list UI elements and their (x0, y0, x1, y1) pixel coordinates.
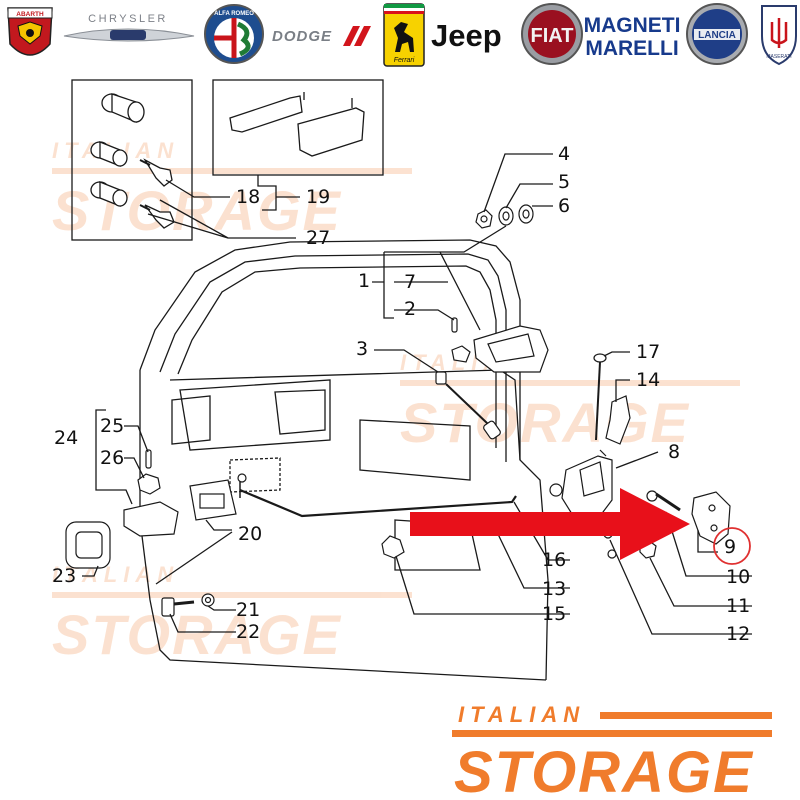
bracket-part (605, 395, 631, 445)
callout-13: 13 (542, 578, 566, 600)
maserati-wordmark: MASERATI (766, 54, 791, 60)
watermark-mid-line2: STORAGE (400, 391, 690, 454)
callout-1: 1 (358, 270, 370, 292)
fiat-wordmark: FIAT (531, 25, 574, 47)
release-rod-part (593, 353, 607, 441)
callout-4: 4 (558, 143, 570, 165)
callout-26: 26 (100, 447, 124, 469)
washer-part (498, 206, 514, 226)
long-rod-part (239, 478, 517, 518)
brand-logo-strip: ABARTH CHRYSLER ALFA ROMEO DODGE (7, 3, 797, 67)
ferrari-logo: Ferrari (383, 3, 425, 67)
bolt-part (646, 490, 681, 512)
alfa-wordmark: ALFA ROMEO (214, 11, 254, 17)
lock-cylinder-part (90, 181, 128, 207)
callout-24: 24 (54, 427, 78, 449)
watermark-bottom-line2: STORAGE (52, 603, 342, 666)
red-pointer-arrow (410, 488, 690, 560)
key-part (139, 158, 173, 187)
callout-11: 11 (726, 595, 750, 617)
lock-cylinder-inset (71, 79, 193, 241)
latch-assembly-part (123, 449, 179, 537)
jeep-logo: Jeep (431, 18, 502, 53)
fiat-logo: FIAT (521, 3, 583, 65)
callout-9: 9 (724, 536, 736, 558)
maserati-logo: MASERATI (761, 5, 797, 66)
nut-part (475, 209, 493, 229)
callout-22: 22 (236, 621, 260, 643)
footer-logo-line2: STORAGE (454, 740, 754, 800)
pin-part (451, 317, 458, 333)
watermark: ITALIAN STORAGE ITALIAN STORAGE ITALIAN … (52, 138, 740, 666)
lancia-logo: LANCIA (686, 3, 748, 65)
clip-part (451, 345, 471, 363)
escutcheon-part (65, 521, 111, 569)
chrysler-logo: CHRYSLER (63, 13, 195, 42)
alfa-romeo-logo: ALFA ROMEO (204, 4, 264, 64)
callout-14: 14 (636, 369, 660, 391)
screw-bolt-part (161, 597, 195, 617)
lock-washer-part (201, 593, 215, 607)
callout-16: 16 (542, 549, 566, 571)
outer-handle-inset (212, 79, 384, 176)
callout-12: 12 (726, 623, 750, 645)
callout-21: 21 (236, 599, 260, 621)
abarth-logo: ABARTH (7, 7, 53, 56)
parts (65, 204, 731, 617)
magneti-wordmark: MAGNETI (584, 14, 681, 37)
lock-cylinder-part (101, 93, 145, 123)
inner-handle-part (473, 325, 549, 373)
callout-5: 5 (558, 171, 570, 193)
magneti-marelli-logo: MAGNETI MARELLI (584, 14, 681, 60)
lancia-wordmark: LANCIA (698, 30, 736, 41)
callout-25: 25 (100, 415, 124, 437)
footer-logo-line1: ITALIAN (458, 702, 585, 727)
callout-3: 3 (356, 338, 368, 360)
door-lock-mechanism (549, 449, 613, 517)
dodge-logo: DODGE (272, 26, 371, 46)
callout-10: 10 (726, 566, 750, 588)
callout-18: 18 (236, 186, 260, 208)
callout-8: 8 (668, 441, 680, 463)
callout-6: 6 (558, 195, 570, 217)
italian-storage-logo: ITALIAN STORAGE (452, 702, 772, 800)
callout-numbers: 1 2 3 4 5 6 7 8 9 10 11 12 13 14 15 16 1… (52, 143, 750, 645)
washer-part (518, 204, 534, 224)
striker-plate-part (691, 491, 731, 545)
callout-7: 7 (404, 271, 416, 293)
callout-17: 17 (636, 341, 660, 363)
callout-2: 2 (404, 298, 416, 320)
callout-19: 19 (306, 186, 330, 208)
callout-15: 15 (542, 603, 566, 625)
dodge-wordmark: DODGE (272, 28, 332, 45)
rod-part (435, 371, 501, 440)
chrysler-wordmark: CHRYSLER (88, 13, 168, 25)
lock-bracket-part (189, 473, 247, 521)
callout-27: 27 (306, 227, 330, 249)
lock-cylinder-part (90, 141, 128, 167)
callout-23: 23 (52, 565, 76, 587)
callout-20: 20 (238, 523, 262, 545)
abarth-wordmark: ABARTH (16, 11, 44, 18)
ferrari-wordmark: Ferrari (394, 57, 415, 64)
highlight-circle-9 (713, 527, 751, 565)
marelli-wordmark: MARELLI (585, 37, 678, 60)
